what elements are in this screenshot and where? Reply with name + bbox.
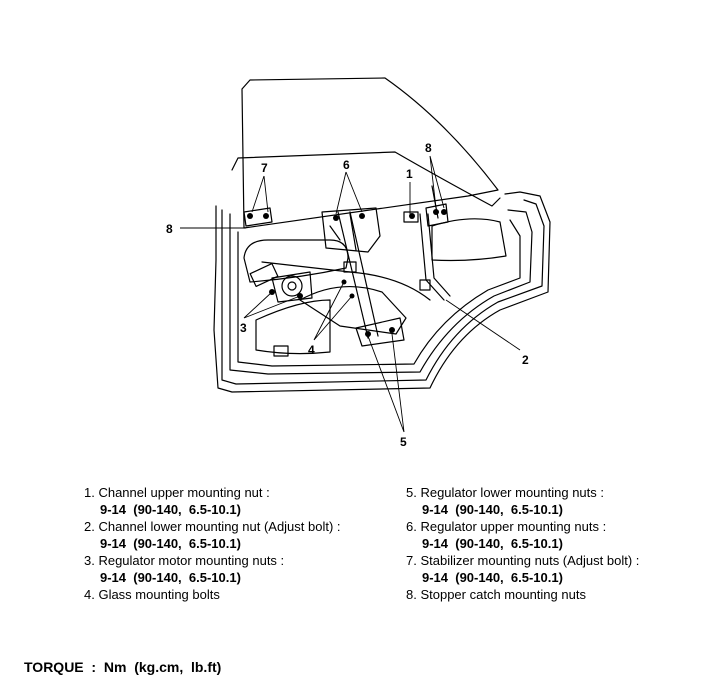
legend-label: 6. Regulator upper mounting nuts : (406, 519, 607, 534)
legend-torque: 9-14 (90-140, 6.5-10.1) (100, 502, 241, 517)
door-sash (231, 151, 501, 207)
legend-item-5: 5. Regulator lower mounting nuts : 9-14 … (406, 484, 706, 518)
legend-torque: 9-14 (90-140, 6.5-10.1) (422, 536, 563, 551)
legend-item-2: 2. Channel lower mounting nut (Adjust bo… (84, 518, 384, 552)
legend-torque: 9-14 (90-140, 6.5-10.1) (100, 536, 241, 551)
callout-3: 3 (240, 321, 247, 335)
regulator-motor (249, 262, 313, 303)
callout-5: 5 (400, 435, 407, 449)
legend-torque: 9-14 (90-140, 6.5-10.1) (100, 570, 241, 585)
torque-units-note: TORQUE : Nm (kg.cm, lb.ft) (24, 659, 222, 675)
door-glass (241, 77, 499, 229)
regulator-upper-bracket (321, 207, 381, 253)
callout-8a: 8 (425, 141, 432, 155)
legend-label: 2. Channel lower mounting nut (Adjust bo… (84, 519, 341, 534)
callout-2: 2 (522, 353, 529, 367)
legend-right-column: 5. Regulator lower mounting nuts : 9-14 … (406, 484, 706, 603)
callout-7: 7 (261, 161, 268, 175)
door-inner-panel (229, 209, 533, 375)
callout-8b: 8 (166, 222, 173, 236)
legend-item-3: 3. Regulator motor mounting nuts : 9-14 … (84, 552, 384, 586)
legend-left-column: 1. Channel upper mounting nut : 9-14 (90… (84, 484, 384, 603)
legend-item-1: 1. Channel upper mounting nut : 9-14 (90… (84, 484, 384, 518)
legend-label: 5. Regulator lower mounting nuts : (406, 485, 604, 500)
callout-6: 6 (343, 158, 350, 172)
door-regulator-diagram: 1 2 3 4 5 6 7 8 8 (166, 77, 551, 449)
stopper-catch (425, 203, 449, 227)
legend-label: 3. Regulator motor mounting nuts : (84, 553, 285, 568)
callout-4: 4 (308, 343, 315, 357)
door-outer-panel (213, 191, 551, 393)
legend-torque: 9-14 (90-140, 6.5-10.1) (422, 570, 563, 585)
callout-1: 1 (406, 167, 413, 181)
legend-item-8: 8. Stopper catch mounting nuts (406, 586, 706, 603)
legend-label: 7. Stabilizer mounting nuts (Adjust bolt… (406, 553, 640, 568)
legend-label: 1. Channel upper mounting nut : (84, 485, 270, 500)
regulator-lower-bracket (355, 317, 405, 347)
legend-item-4: 4. Glass mounting bolts (84, 586, 384, 603)
legend-label: 4. Glass mounting bolts (84, 587, 220, 602)
legend-item-6: 6. Regulator upper mounting nuts : 9-14 … (406, 518, 706, 552)
legend-torque: 9-14 (90-140, 6.5-10.1) (422, 502, 563, 517)
stabilizer-bracket (243, 207, 273, 227)
legend-label: 8. Stopper catch mounting nuts (406, 587, 586, 602)
legend-item-7: 7. Stabilizer mounting nuts (Adjust bolt… (406, 552, 706, 586)
